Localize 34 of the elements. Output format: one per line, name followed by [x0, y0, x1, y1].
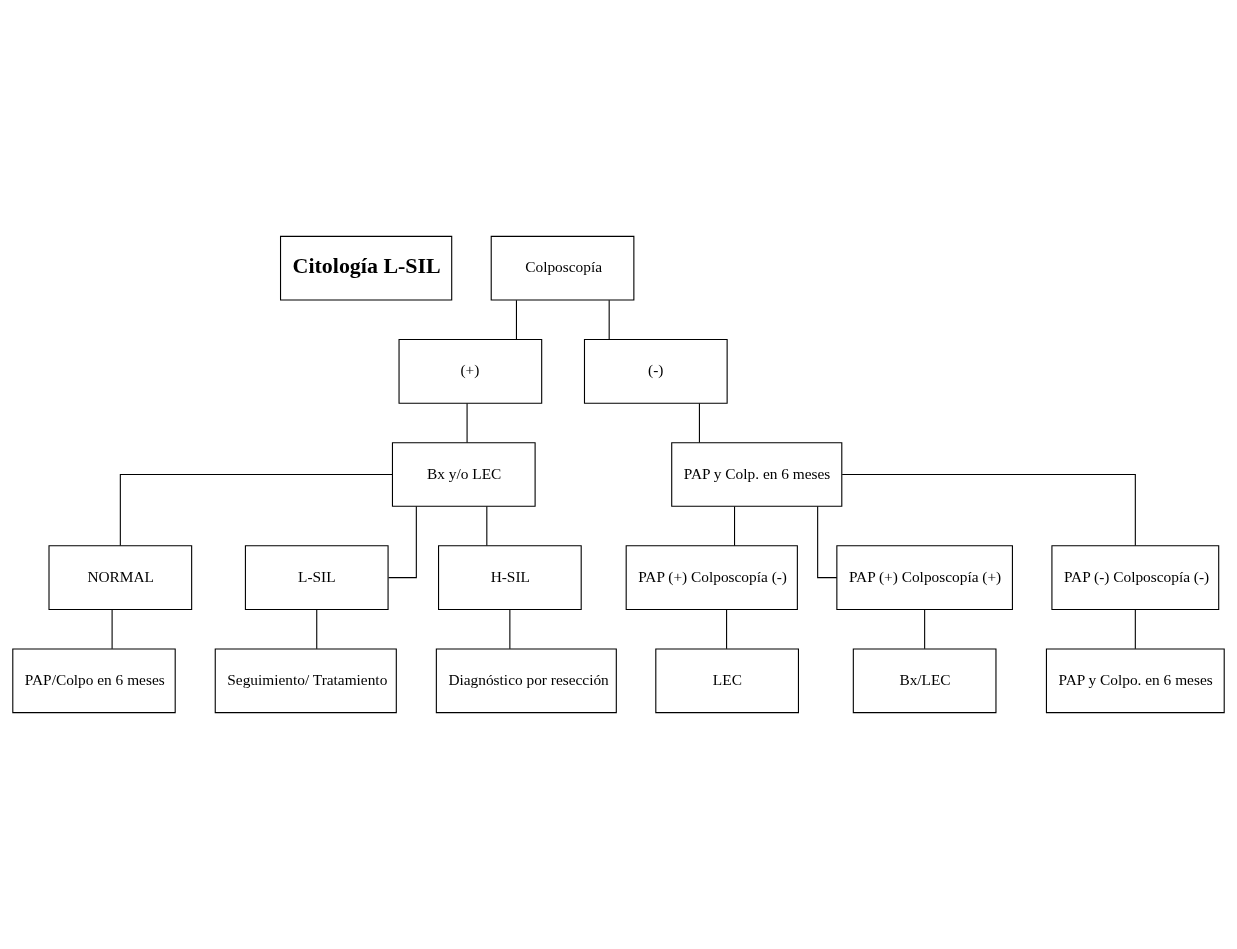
- node-box: PAP/Colpo en 6 meses: [12, 648, 176, 714]
- node-box: H-SIL: [438, 545, 582, 610]
- connector: [111, 609, 113, 650]
- node-box: Seguimiento/ Tratamiento: [214, 648, 397, 714]
- node-box: (+): [398, 338, 543, 404]
- connector: [698, 402, 700, 443]
- connector: [924, 609, 926, 650]
- node-box: L-SIL: [244, 545, 389, 610]
- connector: [119, 473, 393, 547]
- connector: [388, 506, 417, 579]
- connector: [734, 506, 736, 547]
- node-box: PAP (-) Colposcopía (-): [1051, 545, 1220, 610]
- connector: [466, 402, 468, 443]
- connector: [509, 609, 511, 650]
- node-box: PAP y Colp. en 6 meses: [671, 442, 843, 507]
- node-box: Colposcopía: [490, 235, 635, 301]
- connector: [726, 609, 728, 650]
- node-box: (-): [583, 338, 728, 404]
- node-box: Bx y/o LEC: [391, 442, 536, 507]
- node-box: PAP (+) Colposcopía (-): [625, 545, 798, 610]
- connector: [486, 506, 488, 547]
- node-box: Bx/LEC: [852, 648, 997, 714]
- node-box: PAP y Colpo. en 6 meses: [1045, 648, 1225, 714]
- node-box: NORMAL: [48, 545, 193, 610]
- node-box: PAP (+) Colposcopía (+): [836, 545, 1013, 610]
- node-box: LEC: [655, 648, 799, 714]
- node-box: Citología L-SIL: [280, 235, 453, 301]
- connector: [841, 473, 1136, 547]
- connector: [316, 609, 318, 650]
- connector: [515, 299, 517, 340]
- node-box: Diagnóstico por resección: [435, 648, 617, 714]
- connector: [608, 299, 610, 340]
- connector: [1134, 609, 1136, 650]
- connector: [817, 506, 838, 579]
